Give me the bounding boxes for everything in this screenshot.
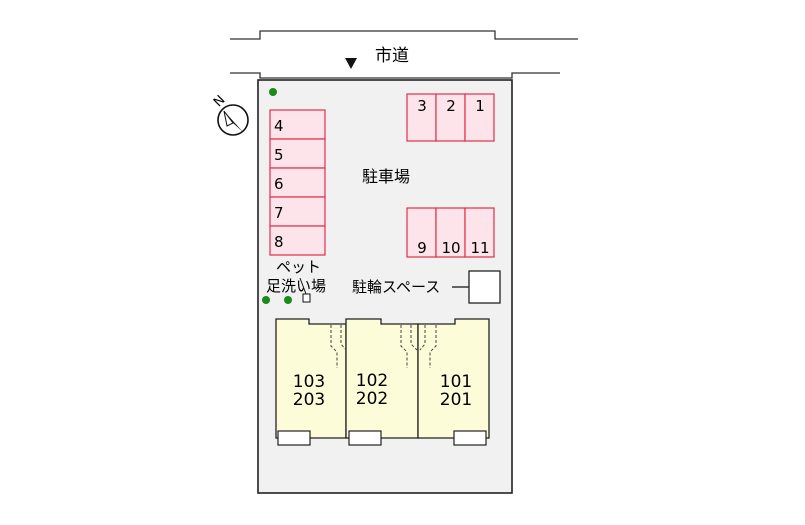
parking-spot-number: 11 xyxy=(470,239,489,257)
parking-spots-bottom: 9 10 11 xyxy=(406,207,495,258)
pet-foot-wash: ペット 足洗い場 xyxy=(266,258,326,303)
parking-spot xyxy=(435,207,466,258)
parking-spot xyxy=(464,207,495,258)
parking-spot-number: 6 xyxy=(274,175,284,193)
parking-spot xyxy=(269,167,326,198)
balcony-box xyxy=(453,430,487,446)
parking-spot xyxy=(269,109,326,140)
compass-circle xyxy=(217,104,249,136)
unit-101-201 xyxy=(417,318,490,439)
unit-number-lower: 201 xyxy=(440,390,472,410)
unit-number-lower: 203 xyxy=(293,390,325,410)
parking-spots-top: 3 2 1 xyxy=(406,93,495,142)
road: 市道 xyxy=(230,30,578,79)
parking-spot-number: 10 xyxy=(441,239,460,257)
faucet-icon xyxy=(302,293,311,303)
bicycle-area-box xyxy=(468,270,501,304)
parking-spot xyxy=(464,93,495,142)
unit-number-upper: 101 xyxy=(440,372,472,392)
parking-spot xyxy=(269,225,326,256)
parking-spot-number: 1 xyxy=(475,97,485,115)
parking-spot xyxy=(435,93,466,142)
parking-spot xyxy=(269,138,326,169)
tree-icon xyxy=(284,296,292,304)
balcony-box xyxy=(277,430,311,446)
stair-outline xyxy=(419,325,437,368)
road-label: 市道 xyxy=(375,46,409,66)
parking-spots-left: 4 5 6 7 8 xyxy=(269,109,326,256)
balcony-box xyxy=(348,430,382,446)
pet-wash-label-line2: 足洗い場 xyxy=(266,277,326,295)
stair-outline xyxy=(400,325,418,368)
unit-number-upper: 103 xyxy=(293,372,325,392)
north-arrow-icon xyxy=(224,111,243,132)
unit-number-upper: 102 xyxy=(356,371,388,391)
road-edge-bottom xyxy=(230,72,560,79)
parking-spot xyxy=(269,196,326,227)
pet-wash-leader-line xyxy=(299,277,307,295)
parking-spot-number: 3 xyxy=(417,97,427,115)
bicycle-parking: 駐輪スペース xyxy=(352,270,501,304)
pet-wash-label-line1: ペット xyxy=(276,258,321,276)
parking-spot-number: 9 xyxy=(417,239,427,257)
parking-spot-number: 8 xyxy=(274,233,284,251)
compass: N xyxy=(211,93,249,136)
tree-icon xyxy=(269,88,277,96)
parking-spot-number: 2 xyxy=(446,97,456,115)
tree-icon xyxy=(262,296,270,304)
parking-spot-number: 5 xyxy=(274,146,284,164)
building: 103 203 102 202 101 201 xyxy=(275,318,490,446)
road-edge-top xyxy=(230,30,578,40)
entrance-arrow-icon xyxy=(345,58,357,69)
parking-spot-number: 4 xyxy=(274,117,284,135)
parking-area-label: 駐車場 xyxy=(362,167,410,186)
bicycle-area-label: 駐輪スペース xyxy=(352,278,440,296)
parking-spot-number: 7 xyxy=(274,204,284,222)
stair-outline xyxy=(330,325,347,368)
unit-number-lower: 202 xyxy=(356,389,388,409)
